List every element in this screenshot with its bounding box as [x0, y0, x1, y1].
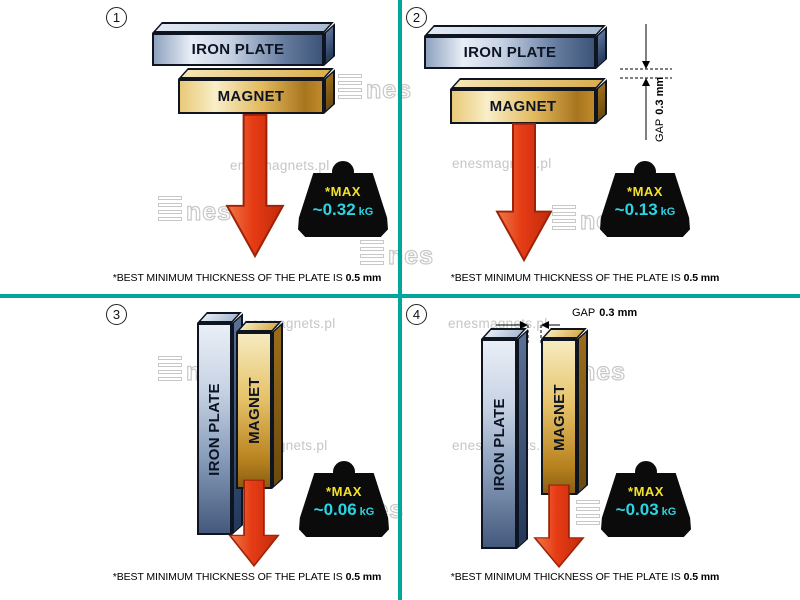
divider-horizontal — [0, 294, 800, 298]
magnet: MAGNET — [236, 321, 283, 489]
iron-plate-label: IRON PLATE — [463, 44, 557, 61]
max-label: *MAX — [628, 484, 664, 499]
quadrant-number: 3 — [106, 304, 127, 325]
magnet: MAGNET — [450, 78, 607, 124]
iron-plate: IRON PLATE — [424, 25, 607, 69]
force-arrow-down-icon — [228, 479, 280, 567]
quadrant-number: 4 — [406, 304, 427, 325]
enes-logo: nes — [360, 240, 434, 269]
force-arrow-down-icon — [495, 122, 553, 262]
enes-logo-e-icon — [576, 500, 600, 529]
magnet: MAGNET — [541, 328, 588, 495]
gap-dimension-icon — [620, 24, 672, 140]
force-arrow-down-icon — [533, 484, 585, 568]
magnet: MAGNET — [178, 68, 335, 114]
max-label: *MAX — [326, 484, 362, 499]
max-label: *MAX — [627, 184, 663, 199]
iron-plate-label: IRON PLATE — [191, 41, 285, 58]
magnet-label: MAGNET — [217, 88, 285, 105]
enes-logo-e-icon — [158, 356, 182, 385]
enes-logo-e-icon — [338, 74, 362, 103]
divider-vertical — [398, 0, 402, 600]
iron-plate-label: IRON PLATE — [206, 382, 224, 476]
iron-plate: IRON PLATE — [197, 312, 243, 535]
magnet-label: MAGNET — [245, 377, 263, 444]
iron-plate: IRON PLATE — [481, 328, 528, 549]
magnet-label: MAGNET — [489, 98, 557, 115]
force-arrow-down-icon — [225, 113, 285, 258]
enes-logo-e-icon — [552, 205, 576, 234]
iron-plate: IRON PLATE — [152, 22, 335, 66]
gap-dimension-icon — [496, 321, 560, 343]
enes-logo: nes — [338, 74, 412, 103]
max-label: *MAX — [325, 184, 361, 199]
enes-logo: nes — [158, 196, 232, 225]
iron-plate-label: IRON PLATE — [490, 397, 508, 491]
enes-logo-e-icon — [158, 196, 182, 225]
quadrant-number: 2 — [406, 7, 427, 28]
enes-logo-e-icon — [360, 240, 384, 269]
gap-label: GAP0.3 mm — [654, 76, 666, 142]
magnet-label: MAGNET — [550, 383, 568, 451]
quadrant-number: 1 — [106, 7, 127, 28]
